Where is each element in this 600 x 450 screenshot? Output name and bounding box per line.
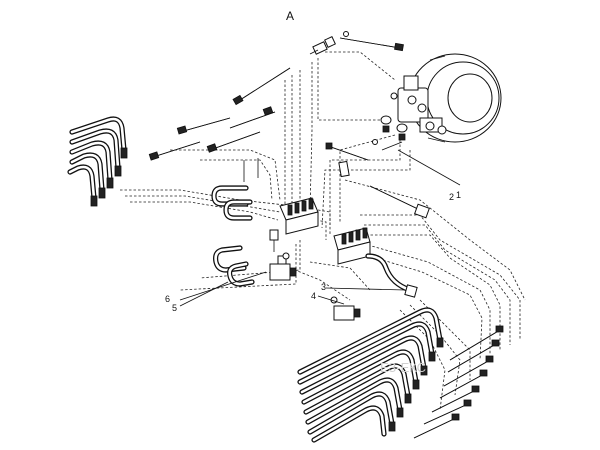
central-short-tubes (325, 142, 430, 219)
callout-6: 6 (165, 294, 170, 304)
callout-2: 2 (449, 192, 454, 202)
u-clamps-upper (211, 185, 253, 221)
callout-5: 5 (172, 303, 177, 313)
watermark: ЕЗ-ЕКС (380, 360, 426, 375)
hydraulic-motor (372, 53, 502, 151)
dashed-routing-lines (120, 51, 526, 411)
callout-1: 1 (456, 190, 461, 200)
lower-right-straight-tubes (413, 325, 504, 439)
lower-manifold-block (333, 227, 418, 298)
upper-left-tube-bundle (67, 116, 128, 207)
u-clamps-lower (213, 245, 255, 287)
valve-part-lower (330, 296, 361, 321)
straight-tubes-upper (148, 37, 404, 182)
callout-leaders (179, 149, 461, 307)
lower-right-tube-bundle (297, 307, 444, 443)
callout-3: 3 (321, 282, 326, 292)
view-label: A (286, 9, 294, 23)
valve-part-upper (269, 252, 297, 281)
upper-manifold-block (269, 197, 319, 252)
top-connector (309, 31, 349, 55)
callout-4: 4 (311, 291, 316, 301)
